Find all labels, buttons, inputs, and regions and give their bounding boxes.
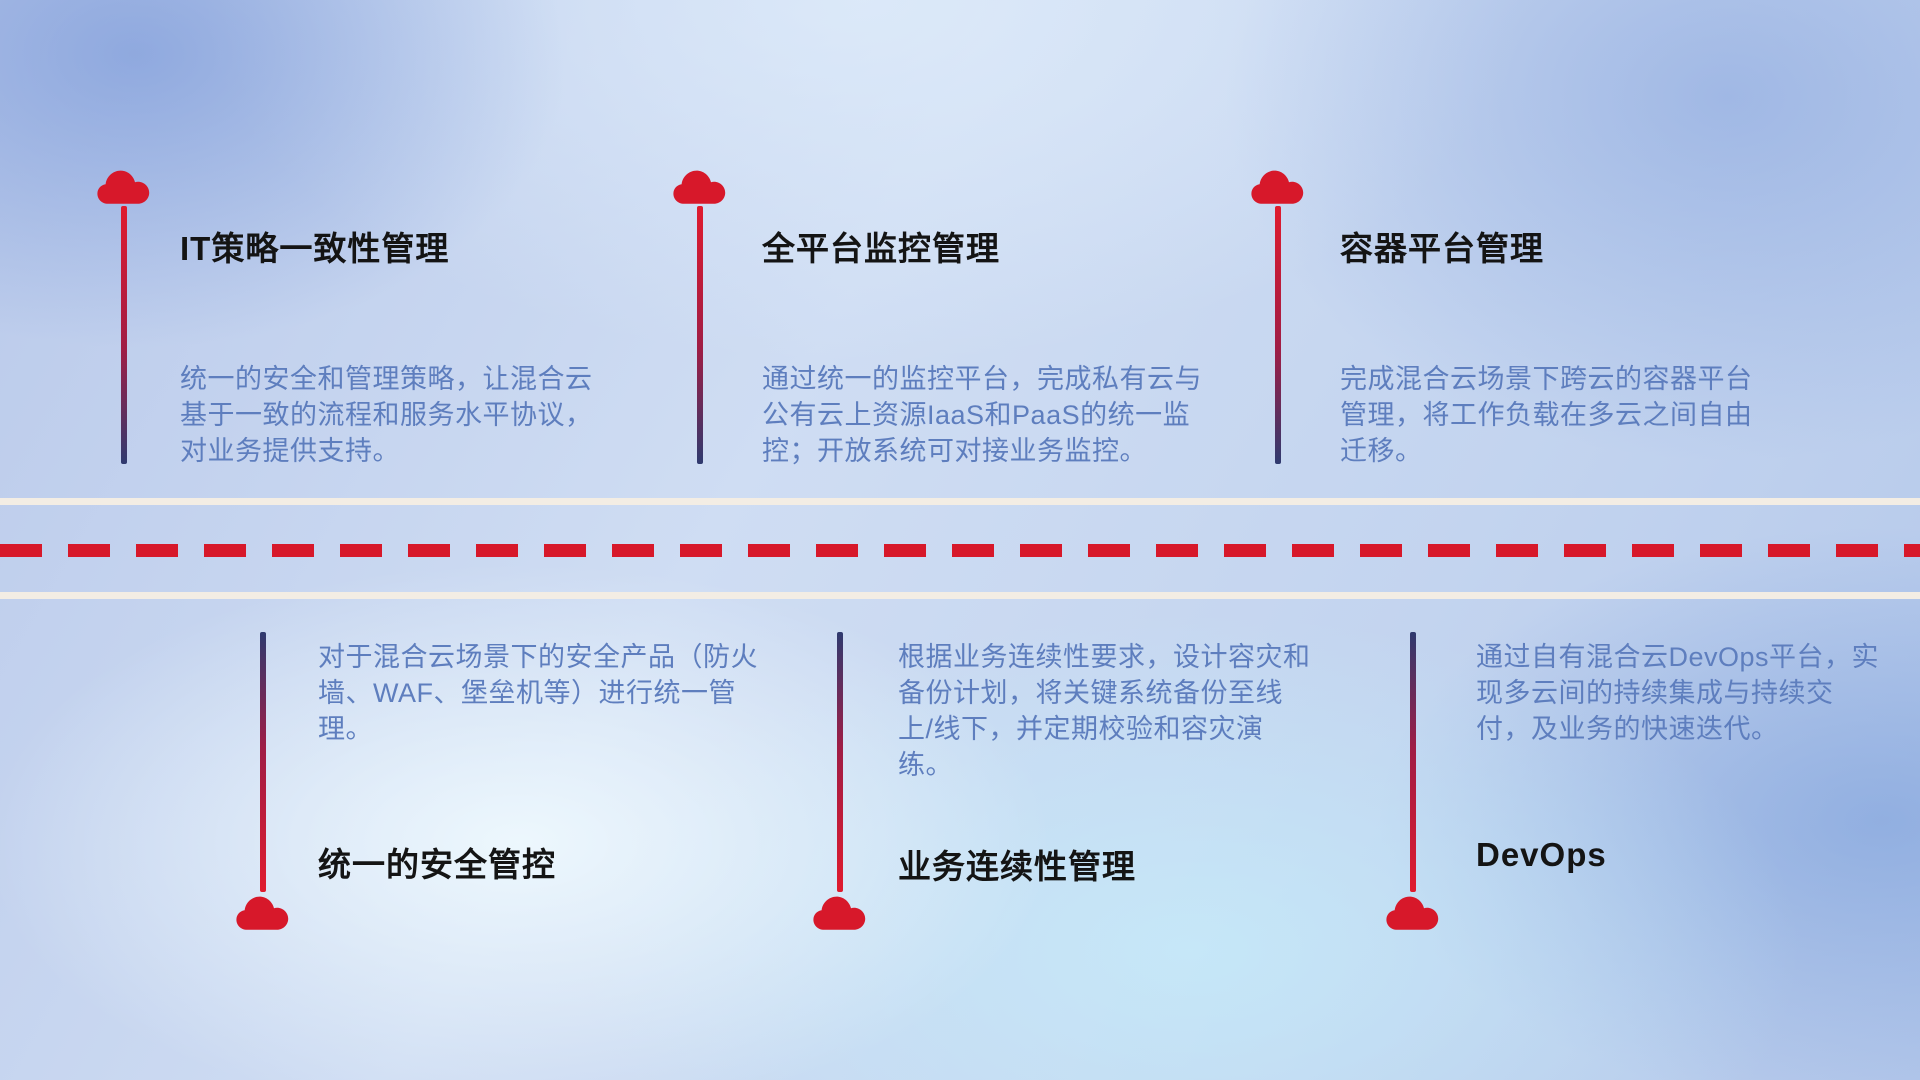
timeline-stem [260,632,266,892]
road-dashed-centerline [0,544,1920,557]
timeline-stem [1410,632,1416,892]
feature-title: 容器平台管理 [1340,230,1544,267]
feature-description: 根据业务连续性要求，设计容灾和备份计划，将关键系统备份至线上/线下，并定期校验和… [898,642,1311,780]
feature-title: 全平台监控管理 [762,230,1000,267]
feature-title: DevOps [1476,836,1607,873]
feature-title: 统一的安全管控 [318,846,556,883]
feature-description: 对于混合云场景下的安全产品（防火墙、WAF、堡垒机等）进行统一管理。 [318,642,758,744]
timeline-stem [1275,206,1281,464]
cloud-icon [1250,168,1306,206]
cloud-icon [235,894,291,932]
timeline-stem [837,632,843,892]
cloud-icon [96,168,152,206]
feature-description: 统一的安全和管理策略，让混合云基于一致的流程和服务水平协议，对业务提供支持。 [180,364,593,466]
cloud-icon [812,894,868,932]
feature-title: IT策略一致性管理 [180,230,450,267]
feature-description: 通过自有混合云DevOps平台，实现多云间的持续集成与持续交付，及业务的快速迭代… [1476,642,1880,744]
cloud-icon [672,168,728,206]
feature-title: 业务连续性管理 [898,848,1136,885]
road-bottom-line [0,592,1920,599]
timeline-stem [697,206,703,464]
road-top-line [0,498,1920,505]
cloud-icon [1385,894,1441,932]
feature-description: 通过统一的监控平台，完成私有云与公有云上资源IaaS和PaaS的统一监控；开放系… [762,364,1202,466]
feature-description: 完成混合云场景下跨云的容器平台管理，将工作负载在多云之间自由迁移。 [1340,364,1753,466]
timeline-stem [121,206,127,464]
